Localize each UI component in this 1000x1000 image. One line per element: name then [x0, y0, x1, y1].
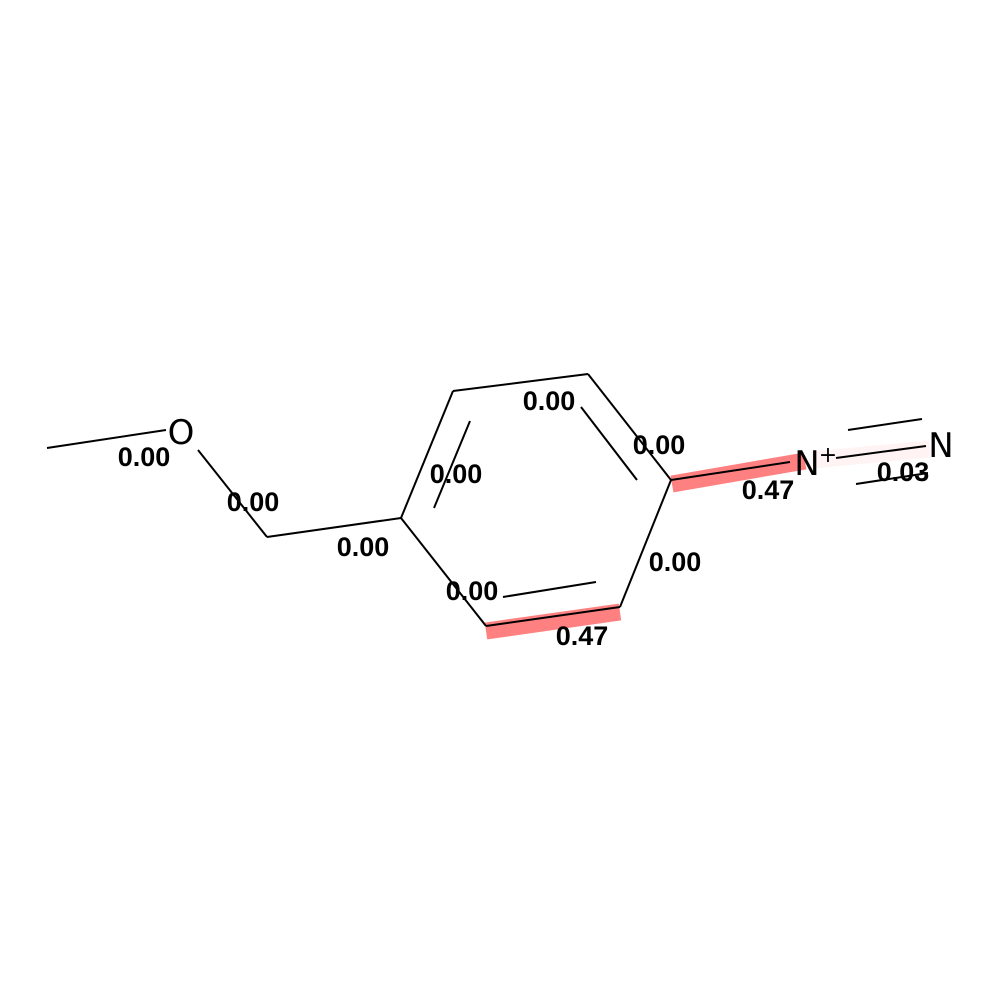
bond-label-ring-left-lower: 0.00 [446, 576, 499, 606]
bond-nplus-n-a [847, 418, 923, 431]
bond-nplus-n-b [835, 445, 927, 459]
bond-ring-left-upper-inner [433, 420, 471, 509]
n-plus-atom-label: N [794, 444, 819, 484]
n-plus-charge: + [819, 443, 837, 468]
oxygen-atom-label: O [168, 413, 195, 453]
bond-ring-right-upper [587, 373, 672, 481]
bond-label-o-ch2: 0.00 [227, 487, 280, 517]
bond-ring-left-lower [400, 517, 487, 627]
highlight-c-nplus [670, 452, 807, 493]
bond-c-nplus-a [670, 461, 791, 481]
bond-methyl-o [46, 429, 167, 449]
bond-ch2-ring [266, 517, 402, 538]
bond-ring-right-upper-inner [580, 406, 638, 481]
bond-label-ring-left-upper: 0.00 [430, 459, 483, 489]
bond-label-nplus-n: 0.03 [877, 457, 930, 487]
highlight-ring-bottom [484, 603, 622, 640]
bond-ring-right-lower [619, 479, 672, 608]
n-terminal-atom-label: N [928, 426, 953, 466]
bond-ring-left-upper [400, 390, 454, 519]
highlight-nplus-n [811, 440, 931, 469]
bond-label-ring-bottom: 0.47 [556, 621, 609, 651]
bond-o-ch2 [197, 449, 268, 538]
bond-label-ring-right-upper: 0.00 [633, 430, 686, 460]
bond-label-ch2-ring: 0.00 [337, 532, 390, 562]
bond-label-ring-right-lower: 0.00 [649, 547, 702, 577]
bond-label-c-nplus: 0.47 [742, 475, 795, 505]
bond-ring-top [452, 373, 589, 392]
bond-label-ring-top: 0.00 [523, 386, 576, 416]
bond-ring-bottom-inner [502, 581, 597, 598]
bond-label-methyl-o: 0.00 [118, 442, 171, 472]
bond-nplus-n-c [855, 472, 929, 485]
bond-ring-bottom [485, 606, 621, 627]
